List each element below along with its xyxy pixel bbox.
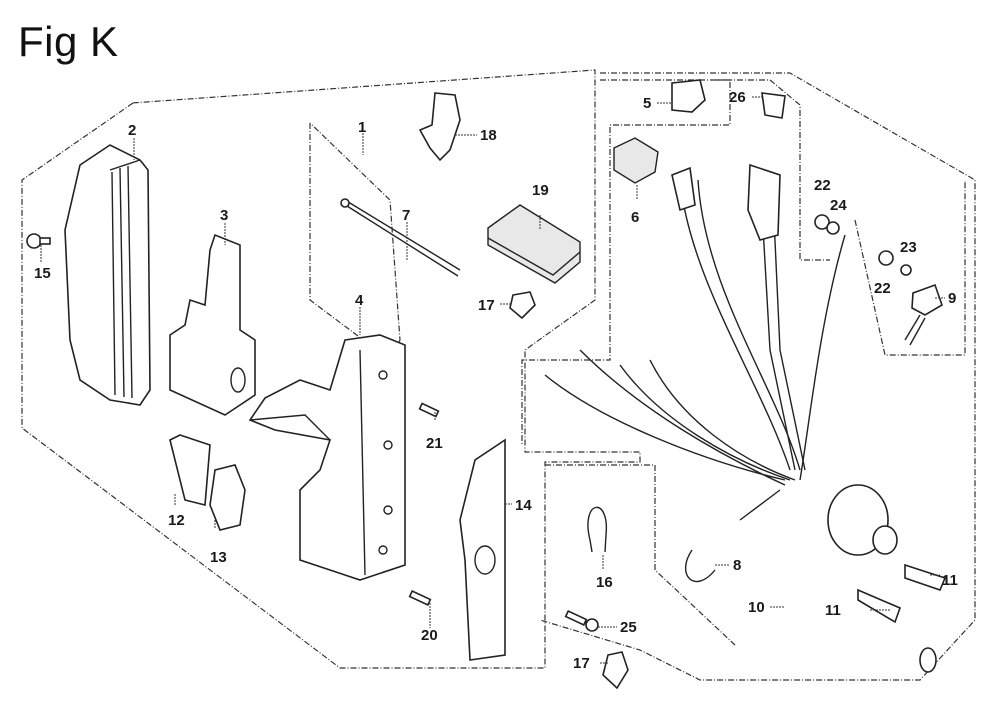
- callout-14: 14: [515, 497, 532, 514]
- callout-15: 15: [34, 265, 51, 282]
- part-23-nut: [900, 264, 912, 276]
- group-boundary-fuse26: [715, 79, 830, 261]
- part-4-base: [248, 334, 406, 581]
- part-19-block: [487, 204, 581, 284]
- part-17-clamp-top: [509, 291, 536, 320]
- callout-4: 4: [355, 292, 364, 309]
- callout-3: 3: [220, 207, 228, 224]
- callout-12: 12: [168, 512, 185, 529]
- part-22-washer-b: [878, 250, 894, 266]
- part-24-washer: [826, 221, 840, 235]
- part-15-screw: [26, 233, 51, 249]
- callout-25: 25: [620, 619, 637, 636]
- callout-17-bottom: 17: [573, 655, 590, 672]
- callout-24: 24: [830, 197, 847, 214]
- part-17-clamp-bottom: [602, 651, 629, 690]
- part-22-washer-a: [814, 214, 830, 230]
- callout-5: 5: [643, 95, 651, 112]
- part-3-bracket: [169, 233, 256, 416]
- callout-20: 20: [421, 627, 438, 644]
- leader-lines: [40, 96, 945, 664]
- part-7-cable: [340, 198, 461, 277]
- part-16-clip: [587, 506, 608, 553]
- group-boundary-regulator: [854, 180, 966, 356]
- callout-13: 13: [210, 549, 227, 566]
- part-11-key-a: [857, 588, 902, 624]
- figure-title: Fig K: [18, 18, 119, 65]
- part-12-switch: [169, 434, 211, 507]
- part-5-relay: [671, 79, 706, 113]
- callout-22-b: 22: [874, 280, 891, 297]
- callout-1: 1: [358, 119, 366, 136]
- group-boundary-clip: [545, 464, 736, 646]
- callout-17-top: 17: [478, 297, 495, 314]
- group-boundary-harness: [539, 72, 976, 681]
- callout-23: 23: [900, 239, 917, 256]
- part-18-clip: [418, 92, 461, 162]
- part-13-connector: [209, 464, 246, 531]
- callout-22-a: 22: [814, 177, 831, 194]
- callout-2: 2: [128, 122, 136, 139]
- part-26-fuse: [761, 92, 786, 119]
- part-11-key-b: [904, 563, 947, 673]
- callout-21: 21: [426, 435, 443, 452]
- callout-9: 9: [948, 290, 956, 307]
- callout-7: 7: [402, 207, 410, 224]
- part-25-screw: [564, 609, 599, 632]
- part-14-plate: [459, 438, 506, 661]
- part-8-clip: [684, 549, 716, 583]
- callout-8: 8: [733, 557, 741, 574]
- callout-10: 10: [748, 599, 765, 616]
- part-20-screw: [408, 589, 432, 607]
- part-2-cover: [64, 144, 151, 406]
- group-boundary-cable: [309, 122, 401, 361]
- callout-labels: 2 3 15 1 7 4 18 19 17 21 20 25 14 12 13 …: [34, 89, 958, 672]
- callout-19: 19: [532, 182, 549, 199]
- callout-11-a: 11: [825, 602, 841, 619]
- part-10-harness: [544, 163, 898, 556]
- callout-26: 26: [729, 89, 746, 106]
- callout-16: 16: [596, 574, 613, 591]
- callout-18: 18: [480, 127, 497, 144]
- callout-6: 6: [631, 209, 639, 226]
- part-9-regulator: [904, 283, 943, 346]
- callout-11-b: 11: [942, 572, 958, 589]
- part-6-cap: [613, 137, 659, 184]
- group-boundary-control-box: [21, 69, 641, 669]
- part-21-screw: [418, 402, 440, 418]
